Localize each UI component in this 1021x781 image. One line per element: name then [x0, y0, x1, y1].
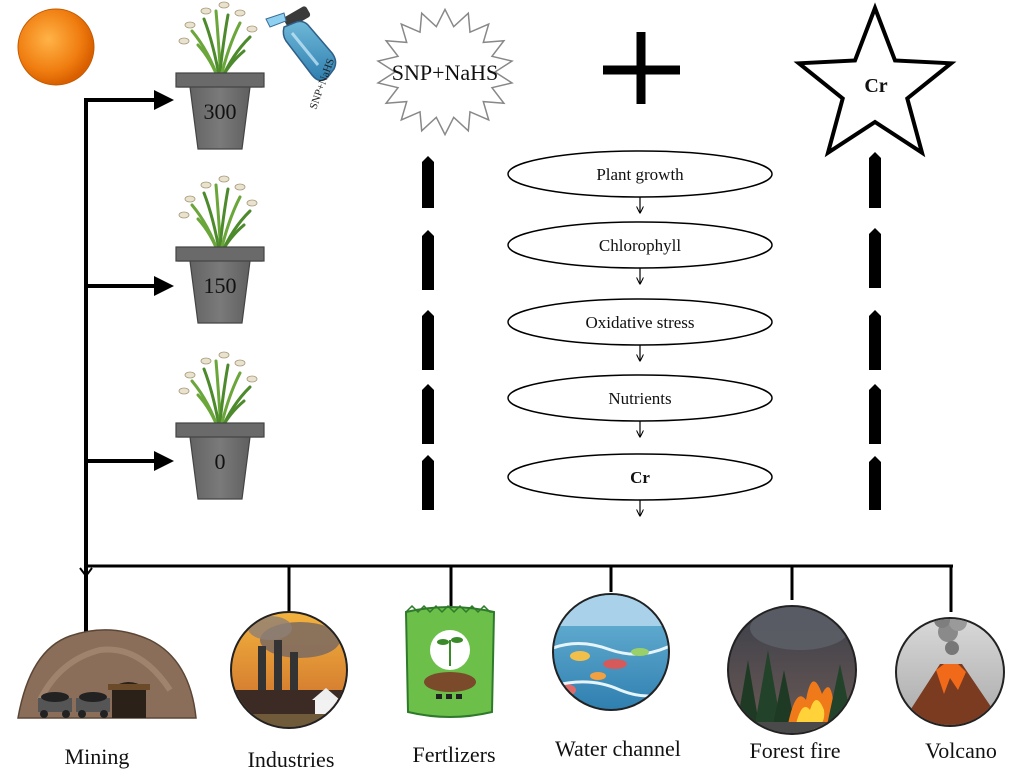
- treatment-badge-shape: [376, 7, 514, 137]
- effect-plant-growth: Plant growth: [507, 150, 773, 212]
- plus-icon: [603, 32, 680, 104]
- effect-label: Nutrients: [608, 389, 671, 408]
- dash-segment: [422, 230, 434, 290]
- pots-group: 300 150 0: [175, 1, 265, 500]
- dash-segment: [869, 228, 881, 288]
- industries-icon: [230, 611, 348, 729]
- stress-star-label: Cr: [864, 75, 887, 97]
- connector-lines: [84, 90, 953, 632]
- effect-label: Oxidative stress: [585, 313, 694, 332]
- treatment-badge-label: SNP+NaHS: [392, 60, 499, 85]
- plant-icon: [178, 1, 258, 83]
- effect-oxidative-stress: Oxidative stress: [507, 298, 773, 360]
- source-label-mining: Mining: [65, 744, 130, 769]
- forest-fire-icon: [727, 605, 857, 735]
- source-label-volcano: Volcano: [925, 738, 997, 763]
- dash-segment: [422, 384, 434, 444]
- spray-bottle-icon: [265, 6, 337, 82]
- mining-icon: [17, 629, 197, 719]
- effect-nutrients: Nutrients: [507, 374, 773, 436]
- dash-segment: [869, 384, 881, 444]
- plant-pot-0: 0: [175, 351, 265, 500]
- dashed-arrows: [422, 152, 881, 510]
- effect-chlorophyll: Chlorophyll: [507, 221, 773, 283]
- plant-icon: [178, 351, 258, 433]
- effect-label: Cr: [630, 468, 650, 487]
- fertilizer-bag-icon: [404, 604, 496, 718]
- plus-symbol-text: +: [0, 0, 1, 1]
- source-label-fertilizers: Fertlizers: [412, 742, 495, 767]
- source-label-water-channel: Water channel: [555, 736, 681, 761]
- source-label-forest-fire: Forest fire: [749, 738, 840, 763]
- dash-segment: [869, 310, 881, 370]
- pot-label: 150: [204, 273, 237, 298]
- dash-segment: [422, 310, 434, 370]
- plant-icon: [178, 175, 258, 257]
- pot-label: 0: [215, 449, 226, 474]
- source-label-industries: Industries: [248, 747, 335, 772]
- effect-cr: Cr: [507, 453, 773, 515]
- dash-segment: [869, 456, 881, 510]
- effect-label: Chlorophyll: [599, 236, 681, 255]
- volcano-icon: [895, 617, 1005, 727]
- effect-label: Plant growth: [596, 165, 684, 184]
- dash-segment: [422, 455, 434, 510]
- plant-pot-300: 300: [175, 1, 265, 150]
- pot-label: 300: [204, 99, 237, 124]
- dash-segment: [422, 156, 434, 208]
- sun-icon: [17, 8, 95, 86]
- water-channel-icon: [552, 593, 670, 711]
- stress-star-shape: [793, 2, 957, 158]
- dash-segment: [869, 152, 881, 208]
- plant-pot-150: 150: [175, 175, 265, 324]
